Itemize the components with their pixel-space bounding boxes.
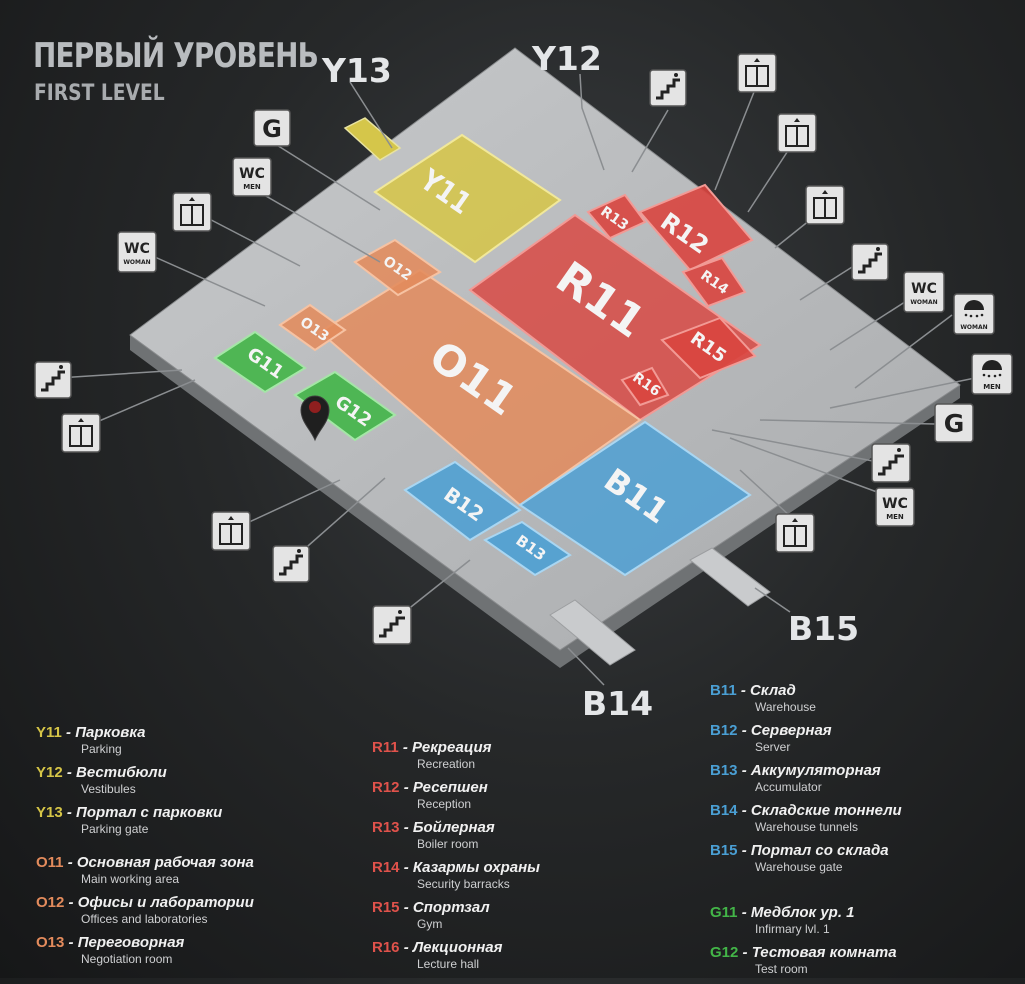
floor-map: Y11 R11 R12 R13 R14 R15 R16 O11 O12 O13 … (34, 39, 1013, 723)
svg-text:WOMAN: WOMAN (910, 299, 937, 306)
svg-text:WOMAN: WOMAN (123, 259, 150, 266)
legend-item-b11: B11 - Склад Warehouse (710, 682, 816, 714)
shower-icon-woman[interactable]: WOMAN (953, 293, 995, 335)
zone-r11 (468, 213, 762, 422)
legend-column-middle: R11 - Рекреация Recreation R12 - Ресепше… (372, 739, 540, 979)
gate-label-b15: B15 (788, 609, 859, 648)
wc-men-icon-east[interactable]: WC MEN (875, 487, 915, 527)
gate-label-y12: Y12 (531, 39, 602, 78)
wc-woman-icon-north[interactable]: WC WOMAN (117, 231, 157, 273)
legend-item-r11: R11 - Рекреация Recreation (372, 739, 492, 771)
legend-column-right: B11 - Склад Warehouse B12 - Серверная Se… (710, 682, 902, 984)
tunnel-b15 (689, 547, 771, 607)
legend-item-r15: R15 - Спортзал Gym (372, 899, 490, 931)
elevator-icon-ne[interactable] (777, 113, 817, 153)
elevator-icon-se[interactable] (775, 513, 815, 553)
elevator-icon-east[interactable] (805, 185, 845, 225)
svg-text:WOMAN: WOMAN (960, 324, 987, 331)
legend-item-b14: B14 - Складские тоннели Warehouse tunnel… (710, 802, 902, 834)
legend-item-b15: B15 - Портал со склада Warehouse gate (710, 842, 889, 874)
legend-item-o11: O11 - Основная рабочая зона Main working… (36, 854, 254, 886)
legend-item-r14: R14 - Казармы охраны Security barracks (372, 859, 540, 891)
map-pin-icon[interactable] (300, 395, 330, 442)
zone-b13 (483, 520, 572, 577)
elevator-icon-north[interactable] (737, 53, 777, 93)
zone-r12 (638, 183, 754, 272)
wc-woman-icon-east[interactable]: WC WOMAN (903, 271, 945, 313)
legend-item-g11: G11 - Медблок ур. 1 Infirmary lvl. 1 (710, 904, 855, 936)
zone-b12 (403, 460, 522, 542)
svg-text:G: G (262, 115, 282, 143)
zone-r13 (586, 193, 647, 240)
svg-text:WC: WC (124, 241, 150, 257)
legend-item-y13: Y13 - Портал с парковки Parking gate (36, 804, 223, 836)
floor-slab-side (130, 335, 960, 668)
legend-item-o12: O12 - Офисы и лаборатории Offices and la… (36, 894, 254, 926)
legend-item-r13: R13 - Бойлерная Boiler room (372, 819, 495, 851)
stairs-icon-south[interactable] (372, 605, 412, 645)
zone-o13 (278, 303, 347, 352)
legend-item-r16: R16 - Лекционная Lecture hall (372, 939, 503, 971)
svg-text:WC: WC (239, 166, 265, 182)
shower-icon-men[interactable]: MEN (971, 353, 1013, 395)
elevator-icon-west[interactable] (61, 413, 101, 453)
stairs-icon-north[interactable] (649, 69, 687, 107)
zone-g11 (213, 330, 307, 394)
svg-text:WC: WC (882, 496, 908, 512)
legend-item-b13: B13 - Аккумуляторная Accumulator (710, 762, 881, 794)
zone-r15 (660, 316, 757, 380)
tunnel-y13 (343, 117, 402, 161)
elevator-icon-sw[interactable] (211, 511, 251, 551)
legend-item-o13: O13 - Переговорная Negotiation room (36, 934, 185, 966)
legend-item-y11: Y11 - Парковка Parking (36, 724, 146, 756)
legend-item-b12: B12 - Серверная Server (710, 722, 832, 754)
zone-y11 (373, 133, 562, 264)
stairs-icon-sw[interactable] (272, 545, 310, 583)
map-title: ПЕРВЫЙ УРОВЕНЬ (33, 36, 319, 76)
zone-r16 (620, 366, 670, 407)
gas-entry-icon-east[interactable]: G (934, 403, 974, 443)
leader-lines (57, 73, 976, 686)
zone-b11 (518, 420, 752, 577)
gate-label-b14: B14 (582, 684, 653, 723)
gas-entry-icon-north[interactable]: G (253, 109, 291, 147)
legend-item-y12: Y12 - Вестибюли Vestibules (36, 764, 167, 796)
stairs-icon-se[interactable] (871, 443, 911, 483)
zone-o11 (318, 268, 642, 507)
stairs-icon-east[interactable] (851, 243, 889, 281)
stairs-icon-west[interactable] (34, 361, 72, 399)
legend-item-g12: G12 - Тестовая комната Test room (710, 944, 897, 976)
legend-item-r12: R12 - Ресепшен Reception (372, 779, 488, 811)
zone-g12 (293, 370, 397, 442)
zone-o12 (353, 238, 442, 297)
svg-text:MEN: MEN (243, 183, 261, 191)
gate-label-y13: Y13 (321, 51, 392, 90)
zone-r14 (681, 256, 747, 308)
tunnel-b14 (549, 599, 636, 666)
map-subtitle: FIRST LEVEL (34, 81, 165, 106)
legend-column-left: Y11 - Парковка Parking Y12 - Вестибюли V… (36, 724, 254, 974)
svg-text:WC: WC (911, 281, 937, 297)
svg-text:MEN: MEN (886, 513, 904, 521)
elevator-icon-nw[interactable] (172, 192, 212, 232)
wc-men-icon-north[interactable]: WC MEN (232, 157, 272, 197)
svg-text:G: G (944, 409, 965, 438)
svg-text:MEN: MEN (983, 383, 1001, 391)
